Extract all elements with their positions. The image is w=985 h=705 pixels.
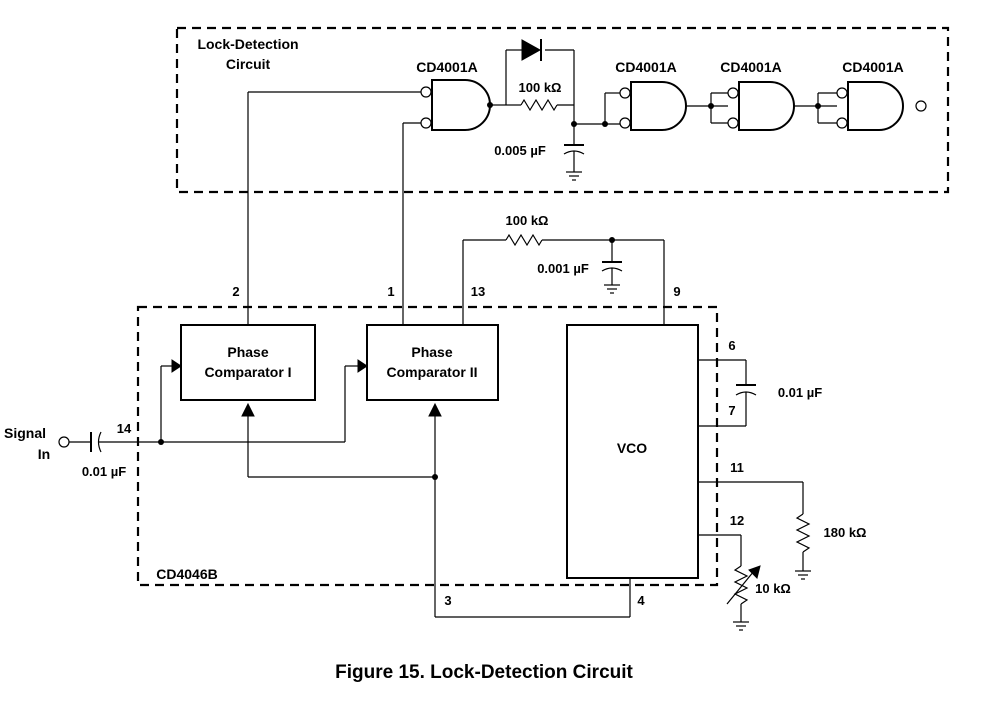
phase-comparator-2-line2: Comparator II xyxy=(386,364,477,380)
gate-2 xyxy=(619,81,687,131)
gate-4-label: CD4001A xyxy=(842,59,903,75)
gate-1 xyxy=(420,79,491,131)
pin-3-label: 3 xyxy=(444,593,451,608)
r2-label: 10 kΩ xyxy=(755,581,791,596)
pin-14-label: 14 xyxy=(117,421,132,436)
chip-label: CD4046B xyxy=(156,566,217,582)
pin-9-label: 9 xyxy=(673,284,680,299)
pin-2-label: 2 xyxy=(232,284,239,299)
resistor-r1 xyxy=(698,481,811,580)
lock-resistor-label: 100 kΩ xyxy=(519,80,562,95)
lock-detection-label-line2: Circuit xyxy=(226,56,271,72)
input-arrow-icons xyxy=(171,359,368,373)
pin-wires-to-lock xyxy=(247,91,421,325)
feedback-path xyxy=(247,416,631,618)
gate-3-label: CD4001A xyxy=(720,59,781,75)
diode-icon xyxy=(521,39,542,61)
pin-13-label: 13 xyxy=(471,284,485,299)
resistor-r2-potentiometer xyxy=(698,534,755,631)
gate-3 xyxy=(727,81,795,131)
lock-rc-network xyxy=(487,49,620,181)
filter-resistor-label: 100 kΩ xyxy=(506,213,549,228)
pin-4-label: 4 xyxy=(637,593,645,608)
lock-detection-label-line1: Lock-Detection xyxy=(197,36,298,52)
pin-12-label: 12 xyxy=(730,513,744,528)
lock-capacitor-label: 0.005 µF xyxy=(494,143,546,158)
pin-7-label: 7 xyxy=(728,403,735,418)
filter-capacitor-label: 0.001 µF xyxy=(537,261,589,276)
timing-capacitor-label: 0.01 µF xyxy=(778,385,822,400)
figure-caption: Figure 15. Lock-Detection Circuit xyxy=(335,662,633,683)
phase-comparator-1-block xyxy=(180,324,316,401)
lock-detection-box xyxy=(175,26,950,194)
gate-2-label: CD4001A xyxy=(615,59,676,75)
cd4046b-box xyxy=(136,305,719,587)
gate-1-label: CD4001A xyxy=(416,59,477,75)
feedback-arrow-icons xyxy=(241,402,442,417)
gate-chain-wires xyxy=(686,92,837,124)
signal-input-network xyxy=(58,365,358,453)
phase-comparator-2-line1: Phase xyxy=(411,344,452,360)
loop-filter xyxy=(462,233,665,325)
input-capacitor-label: 0.01 µF xyxy=(82,464,126,479)
r1-label: 180 kΩ xyxy=(824,525,867,540)
pin-1-label: 1 xyxy=(387,284,394,299)
signal-in-line2: In xyxy=(38,446,50,462)
vco-block xyxy=(566,324,699,579)
phase-comparator-2-block xyxy=(366,324,499,401)
potentiometer-arrow-icon xyxy=(748,565,761,579)
vco-label: VCO xyxy=(617,440,647,456)
timing-capacitor xyxy=(698,359,757,427)
phase-comparator-1-line1: Phase xyxy=(227,344,268,360)
signal-in-line1: Signal xyxy=(4,425,46,441)
phase-comparator-1-line2: Comparator I xyxy=(204,364,291,380)
pin-11-label: 11 xyxy=(730,460,744,475)
gate-4 xyxy=(836,81,927,131)
pin-6-label: 6 xyxy=(728,338,735,353)
